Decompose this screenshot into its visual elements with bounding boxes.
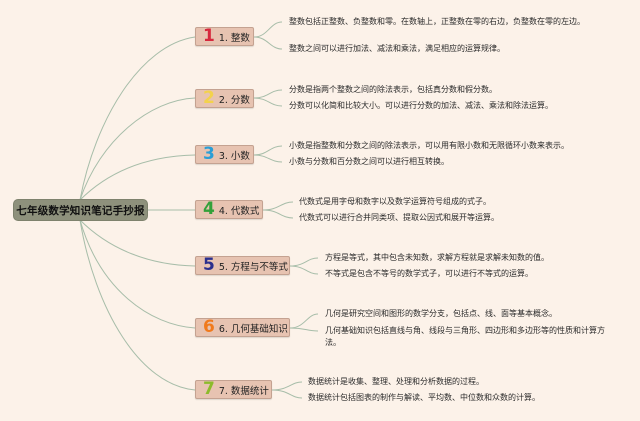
- topic-algebraic-expressions[interactable]: 4 4. 代数式: [195, 200, 263, 219]
- subtopic-note[interactable]: 数据统计是收集、整理、处理和分析数据的过程。: [308, 377, 484, 386]
- subtopic-note[interactable]: 整数包括正整数、负整数和零。在数轴上，正整数在零的右边，负整数在零的左边。: [289, 17, 585, 26]
- subtopic-note[interactable]: 小数与分数和百分数之间可以进行相互转换。: [289, 157, 449, 166]
- topic-label: 3. 小数: [218, 150, 250, 162]
- numeral-6-icon: 6: [203, 317, 215, 337]
- topic-label: 7. 数据统计: [218, 385, 269, 397]
- subtopic-note[interactable]: 代数式是用字母和数字以及数学运算符号组成的式子。: [299, 197, 491, 206]
- topic-geometry-basics[interactable]: 6 6. 几何基础知识: [195, 318, 290, 337]
- topic-integers[interactable]: 1 1. 整数: [195, 27, 254, 46]
- topic-label: 4. 代数式: [218, 205, 260, 217]
- topic-label: 2. 分数: [218, 94, 250, 106]
- subtopic-note[interactable]: 不等式是包含不等号的数学式子，可以进行不等式的运算。: [325, 269, 533, 278]
- subtopic-note[interactable]: 代数式可以进行合并同类项、提取公因式和展开等运算。: [299, 213, 499, 222]
- numeral-5-icon: 5: [203, 255, 215, 275]
- numeral-4-icon: 4: [203, 199, 215, 219]
- subtopic-note[interactable]: 方程是等式，其中包含未知数，求解方程就是求解未知数的值。: [325, 253, 549, 262]
- topic-fractions[interactable]: 2 2. 分数: [195, 89, 254, 108]
- subtopic-note[interactable]: 几何基础知识包括直线与角、线段与三角形、四边形和多边形等的性质和计算方法。: [325, 326, 605, 347]
- central-topic-label: 七年级数学知识笔记手抄报: [16, 204, 145, 217]
- topic-data-statistics[interactable]: 7 7. 数据统计: [195, 380, 272, 399]
- subtopic-note[interactable]: 数据统计包括图表的制作与解读、平均数、中位数和众数的计算。: [308, 393, 540, 402]
- subtopic-note[interactable]: 小数是指整数和分数之间的除法表示，可以用有限小数和无限循环小数来表示。: [289, 141, 569, 150]
- topic-label: 6. 几何基础知识: [218, 323, 288, 335]
- numeral-3-icon: 3: [203, 144, 215, 164]
- numeral-7-icon: 7: [203, 379, 215, 399]
- central-topic[interactable]: 七年级数学知识笔记手抄报: [14, 200, 147, 220]
- topic-equations-inequalities[interactable]: 5 5. 方程与不等式: [195, 256, 290, 275]
- subtopic-note[interactable]: 分数是指两个整数之间的除法表示，包括真分数和假分数。: [289, 85, 497, 94]
- subtopic-note[interactable]: 整数之间可以进行加法、减法和乘法，满足相应的运算规律。: [289, 44, 505, 53]
- numeral-2-icon: 2: [203, 88, 215, 108]
- subtopic-note[interactable]: 几何是研究空间和图形的数学分支，包括点、线、面等基本概念。: [325, 309, 557, 318]
- topic-label: 1. 整数: [218, 32, 250, 44]
- topic-decimals[interactable]: 3 3. 小数: [195, 145, 254, 164]
- topic-label: 5. 方程与不等式: [218, 261, 288, 273]
- numeral-1-icon: 1: [203, 26, 215, 46]
- subtopic-note[interactable]: 分数可以化简和比较大小。可以进行分数的加法、减法、乘法和除法运算。: [289, 101, 553, 110]
